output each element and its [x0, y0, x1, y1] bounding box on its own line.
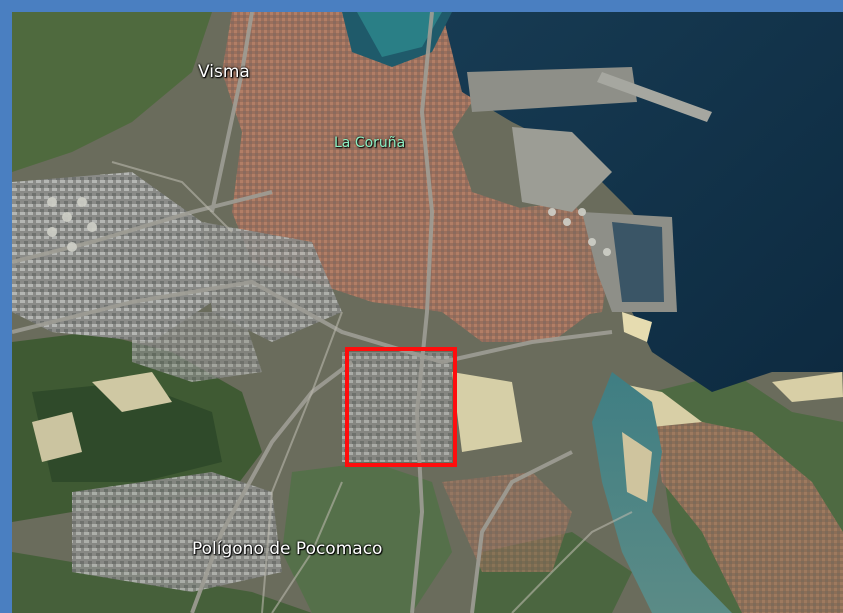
la-coruna-label: La Coruña — [334, 135, 406, 151]
satellite-imagery — [12, 12, 843, 613]
poligono-label: Polígono de Pocomaco — [192, 539, 383, 559]
satellite-map[interactable]: Visma La Coruña Polígono de Pocomaco — [12, 12, 843, 613]
visma-label: Visma — [198, 62, 250, 82]
highlight-rectangle — [345, 347, 457, 467]
